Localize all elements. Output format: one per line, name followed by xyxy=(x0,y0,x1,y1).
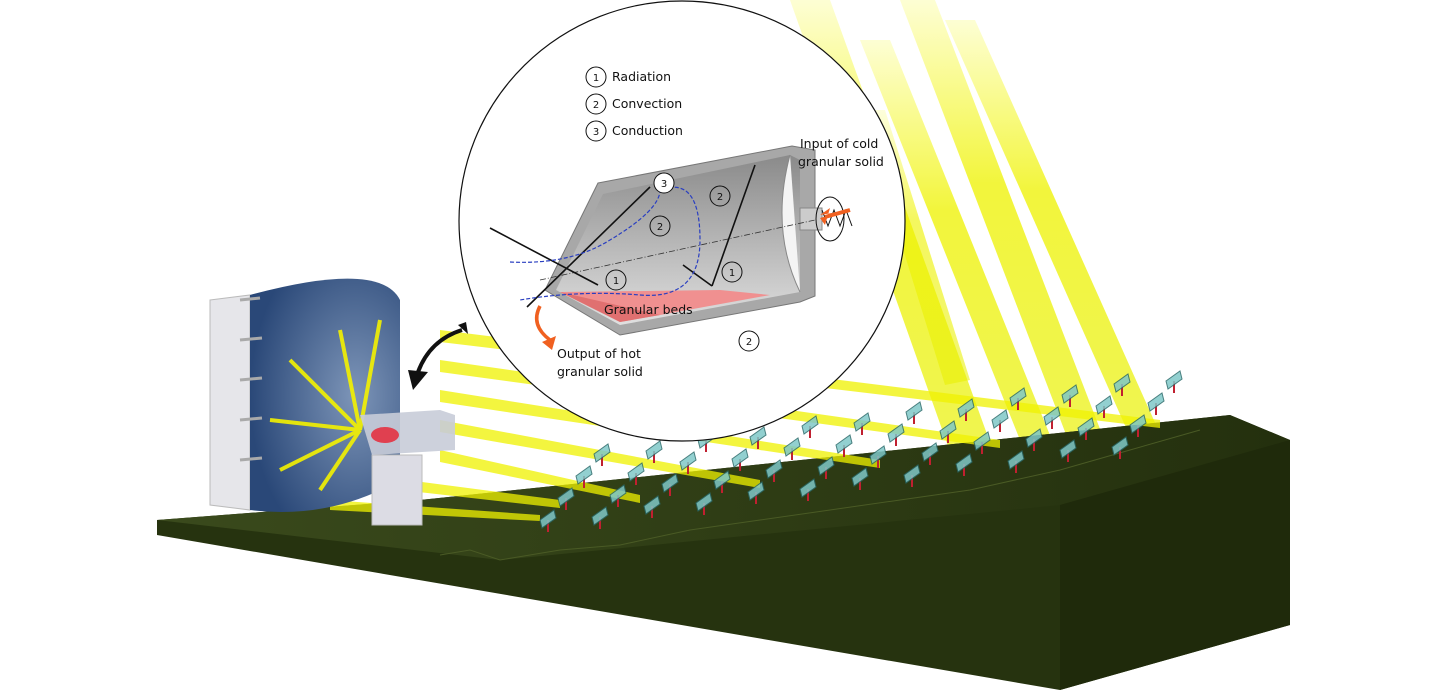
legend-number: 3 xyxy=(593,127,599,138)
heliostat-mirror xyxy=(991,409,1009,429)
heliostat-mirror xyxy=(539,509,557,529)
legend-radiation: Radiation xyxy=(612,69,671,84)
heliostat-mirror xyxy=(661,473,679,493)
heliostat-mirror xyxy=(575,465,593,485)
heliostat-mirror xyxy=(939,420,957,440)
heliostat-mirror xyxy=(801,415,819,435)
marker-convection: 2 xyxy=(746,337,752,348)
heliostat-mirror xyxy=(679,451,697,471)
heliostat-mirror xyxy=(1111,436,1129,456)
heliostat-mirror xyxy=(887,423,905,443)
heliostat-mirror xyxy=(645,440,663,460)
heliostat-mirror xyxy=(1165,370,1183,390)
heliostat-mirror xyxy=(1059,439,1077,459)
heliostat-mirror xyxy=(593,443,611,463)
heliostat-mirror xyxy=(627,462,645,482)
marker-convection: 2 xyxy=(717,192,723,203)
heliostat-mirror xyxy=(921,442,939,462)
output-label: granular solid xyxy=(557,364,643,379)
heliostat-mirror xyxy=(557,487,575,507)
process-markers: 3 2 2 1 1 2 xyxy=(605,172,760,352)
heliostat-mirror xyxy=(851,467,869,487)
heliostat-mirror xyxy=(591,506,609,526)
ground-slab xyxy=(157,415,1290,690)
heliostat-mirror xyxy=(1025,428,1043,448)
heliostat-mirror xyxy=(643,495,661,515)
heliostat-mirror xyxy=(749,426,767,446)
input-arrow xyxy=(820,208,850,225)
radiation-arrows xyxy=(489,164,756,308)
heliostat-mirror xyxy=(853,412,871,432)
heliostat-mirror xyxy=(1043,406,1061,426)
granular-beds-label: Granular beds xyxy=(604,302,693,317)
rotation-arrow-head xyxy=(408,370,428,390)
marker-convection: 2 xyxy=(657,222,663,233)
heliostat-mirror xyxy=(1061,384,1079,404)
heliostat-mirror xyxy=(869,445,887,465)
heliostat-mirror xyxy=(1113,373,1131,393)
marker-radiation: 1 xyxy=(613,276,619,287)
rotation-arrow xyxy=(416,328,463,373)
heliostat-mirror xyxy=(747,481,765,501)
heliostat-mirror xyxy=(817,456,835,476)
heliostat-mirror xyxy=(905,401,923,421)
heliostat-mirror xyxy=(713,470,731,490)
input-label: Input of cold xyxy=(800,136,878,151)
heliostat-mirror xyxy=(1009,387,1027,407)
marker-radiation: 1 xyxy=(729,268,735,279)
heliostat-mirror xyxy=(1077,417,1095,437)
legend: 1 Radiation 2 Convection 3 Conduction xyxy=(585,66,683,142)
receiver-structure xyxy=(209,278,455,526)
heliostat-mirror xyxy=(903,464,921,484)
rotary-kiln xyxy=(539,145,853,336)
output-arrow xyxy=(534,305,552,342)
heliostat-mirror xyxy=(957,398,975,418)
heliostat-field xyxy=(539,370,1183,532)
legend-convection: Convection xyxy=(612,96,682,111)
heliostat-mirror xyxy=(731,448,749,468)
heliostat-mirror xyxy=(1129,414,1147,434)
legend-number: 2 xyxy=(593,100,599,111)
heliostat-mirror xyxy=(1095,395,1113,415)
legend-conduction: Conduction xyxy=(612,123,683,138)
input-label: granular solid xyxy=(798,154,884,169)
heliostat-mirror xyxy=(835,434,853,454)
heliostat-mirror xyxy=(609,484,627,504)
heliostat-mirror xyxy=(1007,450,1025,470)
heliostat-mirror xyxy=(695,492,713,512)
convection-flow-lines xyxy=(509,186,701,301)
heliostat-mirror xyxy=(973,431,991,451)
heliostat-mirror xyxy=(1147,392,1165,412)
marker-conduction: 3 xyxy=(661,179,667,190)
legend-number: 1 xyxy=(593,73,599,84)
heliostat-mirror xyxy=(783,437,801,457)
heliostat-mirror xyxy=(955,453,973,473)
heliostat-mirror xyxy=(799,478,817,498)
heliostat-mirror xyxy=(765,459,783,479)
output-label: Output of hot xyxy=(557,346,641,361)
